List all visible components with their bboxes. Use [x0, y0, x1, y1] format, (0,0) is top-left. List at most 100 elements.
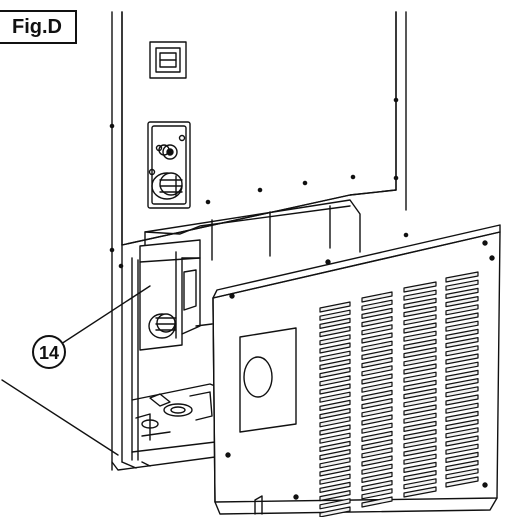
callout-14-circle — [32, 335, 66, 369]
grille-slot — [319, 408, 351, 420]
grille-slot — [361, 324, 393, 336]
grille-slot — [361, 488, 393, 500]
grille-slot — [403, 355, 437, 367]
grille-slot — [319, 473, 351, 485]
grille-slot — [403, 404, 437, 416]
grille-slot — [445, 460, 479, 472]
grille-slot — [403, 470, 437, 482]
grille-slot — [445, 435, 479, 447]
grille-slot — [319, 440, 351, 452]
grille-slot — [319, 457, 351, 469]
grille-slot — [361, 480, 393, 492]
grille-slot — [361, 430, 393, 442]
grille-slot — [361, 357, 393, 369]
grille-slot — [319, 506, 351, 518]
grille-slot — [319, 465, 351, 477]
grille-slot — [403, 445, 437, 457]
grille-slot — [319, 301, 351, 313]
grille-slot — [361, 373, 393, 385]
grille-slot — [445, 427, 479, 439]
grille-slot — [403, 338, 437, 350]
grille-slot — [319, 326, 351, 338]
grille-slot — [319, 375, 351, 387]
grille-slot — [445, 271, 479, 283]
grille-slot — [361, 340, 393, 352]
grille-slot — [445, 476, 479, 488]
component-knob — [148, 313, 177, 339]
upper-panel — [121, 11, 397, 246]
grille-slot — [319, 416, 351, 428]
grille-slot — [319, 309, 351, 321]
compartment-back-box — [144, 199, 361, 253]
screw-icon — [109, 97, 409, 269]
grille-slot — [403, 371, 437, 383]
grille-slot — [319, 367, 351, 379]
grille-slot — [361, 496, 393, 508]
grille-slot — [361, 299, 393, 311]
grille-slot — [403, 486, 437, 498]
grille-slot — [361, 455, 393, 467]
grille-slot — [445, 410, 479, 422]
grille-slot — [361, 307, 393, 319]
cabinet-plinth — [111, 454, 231, 471]
grille-slot — [361, 381, 393, 393]
grille-slot — [319, 317, 351, 329]
grille-slot — [319, 481, 351, 493]
grille-slot — [445, 345, 479, 357]
plinth-feet — [121, 461, 151, 469]
grille-slot — [445, 369, 479, 381]
grille-slot — [319, 432, 351, 444]
grille-slot — [445, 328, 479, 340]
grille-slot — [403, 420, 437, 432]
compartment-inner-top — [144, 205, 351, 235]
callout-14-leader — [57, 285, 151, 347]
control-plate — [147, 121, 191, 209]
rocker-switch-icon — [149, 41, 187, 79]
grille-slot — [445, 353, 479, 365]
grille-slot — [403, 461, 437, 473]
grille-slot — [445, 287, 479, 299]
grille-slot — [445, 468, 479, 480]
grille-slot — [445, 451, 479, 463]
grille-slot — [403, 306, 437, 318]
grille-slot — [361, 291, 393, 303]
grille-slot — [403, 330, 437, 342]
grille-slot — [403, 281, 437, 293]
control-knob-icon — [151, 172, 183, 200]
grille-slot — [361, 406, 393, 418]
figure-label: Fig.D — [12, 15, 62, 38]
upper-panel-bottom — [121, 189, 397, 246]
window-porthole — [243, 356, 273, 398]
grille-slot — [445, 337, 479, 349]
grille-slot — [403, 396, 437, 408]
grille-slot — [403, 347, 437, 359]
grille-slot — [403, 322, 437, 334]
grille-slot — [361, 422, 393, 434]
grille-slot — [319, 342, 351, 354]
grille-slot — [319, 399, 351, 411]
grille-slot — [361, 414, 393, 426]
grille-slot — [403, 453, 437, 465]
grille-slot — [403, 314, 437, 326]
grille-slot — [403, 363, 437, 375]
grille-slot — [445, 279, 479, 291]
grille-slot — [403, 388, 437, 400]
grille-slot — [403, 297, 437, 309]
grille-slot — [445, 296, 479, 308]
grille-slot — [403, 437, 437, 449]
grille-slot — [361, 398, 393, 410]
grille-slot — [403, 379, 437, 391]
grille-slot — [403, 289, 437, 301]
compartment-divider — [211, 205, 331, 261]
grille-slot — [319, 391, 351, 403]
grille-slot — [445, 419, 479, 431]
grille-slot — [445, 386, 479, 398]
grille-slot — [361, 463, 393, 475]
grille-slot — [361, 447, 393, 459]
grille-slot — [361, 332, 393, 344]
grille-slot — [403, 412, 437, 424]
grille-slot — [445, 378, 479, 390]
grille-slot — [445, 402, 479, 414]
